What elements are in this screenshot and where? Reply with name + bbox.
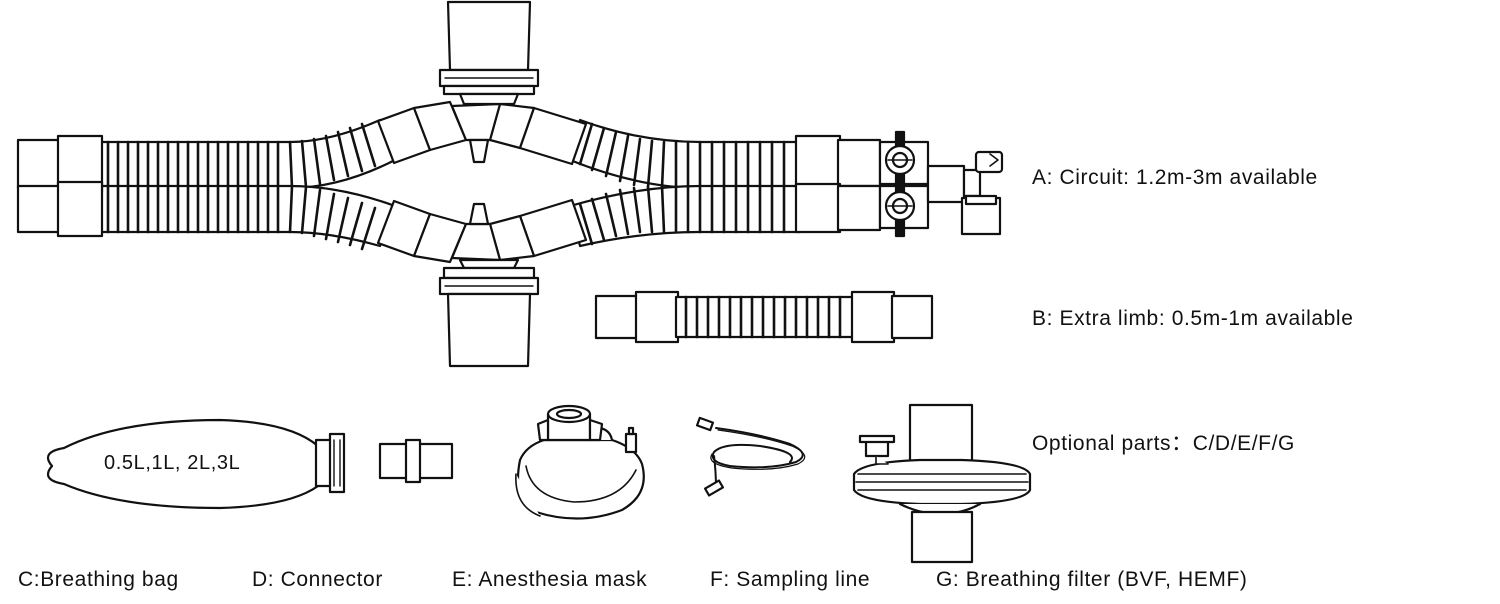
bag-volume-text: 0.5L,1L, 2L,3L: [104, 452, 240, 474]
optional-parts-label: Optional parts：C/D/E/F/G: [1032, 432, 1295, 455]
upper-right-tube: [568, 118, 802, 190]
circuit-label: A: Circuit: 1.2m-3m available: [1032, 166, 1318, 189]
caption-breathing-filter: G: Breathing filter (BVF, HEMF): [936, 568, 1248, 591]
upper-y-cuffs: [376, 100, 588, 166]
upper-left-tube: [98, 118, 397, 190]
circuit-manifold: [878, 130, 1004, 238]
right-cuffs: [794, 134, 882, 234]
caption-sampling-line: F: Sampling line: [710, 568, 871, 591]
breathing-bag: 0.5L,1L, 2L,3L: [46, 418, 346, 510]
left-cuffs: [16, 134, 104, 238]
caption-connector: D: Connector: [252, 568, 383, 591]
lower-left-tube: [98, 184, 397, 251]
breathing-filter: [852, 403, 1032, 564]
lower-y-cuffs: [376, 198, 588, 264]
caption-anesthesia-mask: E: Anesthesia mask: [452, 568, 648, 591]
anesthesia-mask: [515, 404, 645, 520]
caption-breathing-bag: C:Breathing bag: [18, 568, 179, 591]
circuit-assembly: [16, 0, 1004, 368]
lower-right-tube: [568, 184, 802, 248]
sampling-line: [695, 416, 806, 497]
connector: [378, 438, 454, 484]
extra-limb: [594, 290, 934, 344]
extra-limb-label: B: Extra limb: 0.5m-1m available: [1032, 307, 1354, 330]
upper-water-trap: [438, 0, 540, 106]
lower-water-trap: [438, 258, 540, 368]
